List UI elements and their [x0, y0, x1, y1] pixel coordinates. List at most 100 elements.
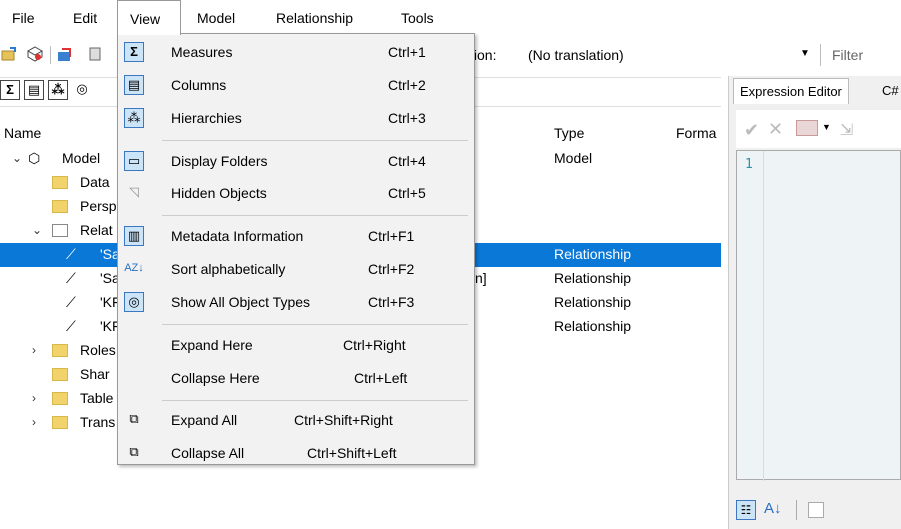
folder-icon: [52, 176, 68, 189]
tree-item-label: 'KF: [100, 318, 121, 334]
sort-az-icon[interactable]: A↓: [764, 500, 782, 517]
open-icon[interactable]: [0, 45, 18, 63]
tree-item-label: Model: [62, 150, 101, 166]
chevron-right-icon[interactable]: ›: [32, 343, 36, 357]
menu-model[interactable]: Model: [197, 10, 236, 26]
columns-icon: ▤: [124, 75, 144, 95]
relationship-icon: ⟋: [66, 270, 76, 286]
menu-item-metadata-information[interactable]: ▥ Metadata Information Ctrl+F1: [118, 220, 474, 252]
chevron-down-icon[interactable]: ⌄: [32, 223, 43, 237]
tree-item-type: Model: [554, 150, 593, 166]
menu-item-label: Sort alphabetically: [171, 261, 286, 277]
menu-item-shortcut: Ctrl+Right: [343, 337, 406, 353]
menu-item-display-folders[interactable]: ▭ Display Folders Ctrl+4: [118, 145, 474, 177]
menu-separator: [162, 400, 468, 401]
folder-icon: ▭: [124, 151, 144, 171]
tree-item-label: Data: [80, 174, 110, 190]
relationship-icon: ⟋: [66, 246, 76, 262]
filter-input[interactable]: Filter: [832, 47, 864, 63]
menu-relationship[interactable]: Relationship: [276, 10, 354, 26]
folder-icon: [52, 416, 68, 429]
tree-item-model[interactable]: ⌄ ⬡ Model Model: [0, 147, 721, 171]
tree-item-tables[interactable]: › Table: [0, 387, 721, 411]
menu-item-hidden-objects[interactable]: ◹ Hidden Objects Ctrl+5: [118, 177, 474, 209]
menu-tools[interactable]: Tools: [401, 10, 434, 26]
tree-item-label: Roles: [80, 342, 116, 358]
columns-icon[interactable]: ▤: [24, 80, 44, 100]
menu-edit[interactable]: Edit: [73, 10, 98, 26]
tab-expression-editor[interactable]: Expression Editor: [733, 78, 849, 104]
translation-select[interactable]: (No translation): [528, 47, 624, 63]
menu-item-label: Hierarchies: [171, 110, 242, 126]
tree-item-relationship[interactable]: ⟋ 'KF Relationship: [0, 291, 721, 315]
menu-item-expand-all[interactable]: ⧉ Expand All Ctrl+Shift+Right: [118, 404, 474, 436]
menu-item-label: Collapse All: [171, 445, 245, 461]
check-icon[interactable]: ✔: [744, 120, 760, 140]
tree-item-perspectives[interactable]: Persp: [0, 195, 721, 219]
hierarchy-icon: ⁂: [124, 108, 144, 128]
tree-item-data-sources[interactable]: Data: [0, 171, 721, 195]
chevron-right-icon[interactable]: ›: [32, 391, 36, 405]
metadata-icon: ▥: [124, 226, 144, 246]
format-icon[interactable]: ⇲: [840, 122, 854, 139]
menu-item-measures[interactable]: Σ Measures Ctrl+1: [118, 36, 474, 68]
categorized-icon[interactable]: ☷: [736, 500, 756, 520]
open-folder-icon: [52, 224, 68, 237]
hierarchy-icon[interactable]: ⁂: [48, 80, 68, 100]
sigma-icon: Σ: [124, 42, 144, 62]
tree-item-label: Persp: [80, 198, 117, 214]
menu-item-label: Show All Object Types: [171, 294, 311, 310]
sigma-icon[interactable]: Σ: [0, 80, 20, 100]
menu-item-shortcut: Ctrl+Shift+Left: [307, 445, 397, 461]
tree-item-relationship[interactable]: ⟋ 'KF Relationship: [0, 315, 721, 339]
editor-gutter: [763, 151, 764, 481]
more-toolbar-icon[interactable]: [86, 45, 104, 63]
menu-view[interactable]: View: [117, 0, 181, 35]
menu-item-shortcut: Ctrl+F1: [368, 228, 415, 244]
expression-editor[interactable]: 1: [736, 150, 901, 481]
tree-item-roles[interactable]: › Roles: [0, 339, 721, 363]
menu-item-hierarchies[interactable]: ⁂ Hierarchies Ctrl+3: [118, 102, 474, 134]
menu-separator: [162, 215, 468, 216]
column-header-format[interactable]: Forma: [676, 125, 717, 141]
menu-item-collapse-here[interactable]: Collapse Here Ctrl+Left: [118, 362, 474, 394]
menu-item-shortcut: Ctrl+1: [388, 44, 426, 60]
column-header-type[interactable]: Type: [554, 125, 585, 141]
tree-item-label: 'KF: [100, 294, 121, 310]
folder-icon: [52, 392, 68, 405]
menu-separator: [162, 140, 468, 141]
property-pages-icon[interactable]: [808, 502, 824, 518]
menu-item-show-all-object-types[interactable]: ◎ Show All Object Types Ctrl+F3: [118, 286, 474, 318]
tree-item-label: Table: [80, 390, 114, 406]
close-icon[interactable]: ✕: [768, 119, 784, 139]
menu-item-shortcut: Ctrl+4: [388, 153, 426, 169]
menubar: File Edit View Model Relationship Tools: [0, 0, 901, 35]
tree-item-relationships[interactable]: ⌄ Relat: [0, 219, 721, 243]
object-types-icon[interactable]: ◎: [72, 80, 92, 100]
menu-item-shortcut: Ctrl+5: [388, 185, 426, 201]
menu-item-label: Metadata Information: [171, 228, 304, 244]
menu-file[interactable]: File: [12, 10, 35, 26]
chevron-down-icon[interactable]: ⌄: [12, 151, 23, 165]
menu-item-sort-alphabetically[interactable]: AZ↓ Sort alphabetically Ctrl+F2: [118, 253, 474, 285]
column-header-name[interactable]: Name: [4, 125, 42, 141]
tree-item-shared-expressions[interactable]: Shar: [0, 363, 721, 387]
deploy-icon[interactable]: [26, 45, 44, 63]
chevron-down-icon[interactable]: ▼: [822, 122, 831, 132]
dax-formatter-icon[interactable]: [796, 120, 818, 136]
separator: [796, 500, 797, 520]
line-number: 1: [745, 157, 753, 172]
model-icon[interactable]: [56, 45, 74, 63]
chevron-right-icon[interactable]: ›: [32, 415, 36, 429]
collapse-all-icon: ⧉: [129, 444, 139, 459]
translation-label: tion:: [470, 47, 497, 63]
menu-item-expand-here[interactable]: Expand Here Ctrl+Right: [118, 329, 474, 361]
tree-item-translations[interactable]: › Trans: [0, 411, 721, 435]
menu-item-collapse-all[interactable]: ⧉ Collapse All Ctrl+Shift+Left: [118, 437, 474, 469]
menu-item-columns[interactable]: ▤ Columns Ctrl+2: [118, 69, 474, 101]
tab-csharp[interactable]: C#: [882, 83, 899, 98]
relationship-icon: ⟋: [66, 318, 76, 334]
tree-item-relationship[interactable]: ⟋ 'Sa n] Relationship: [0, 267, 721, 291]
menu-item-label: Expand All: [171, 412, 238, 428]
chevron-down-icon[interactable]: ▼: [800, 48, 810, 59]
